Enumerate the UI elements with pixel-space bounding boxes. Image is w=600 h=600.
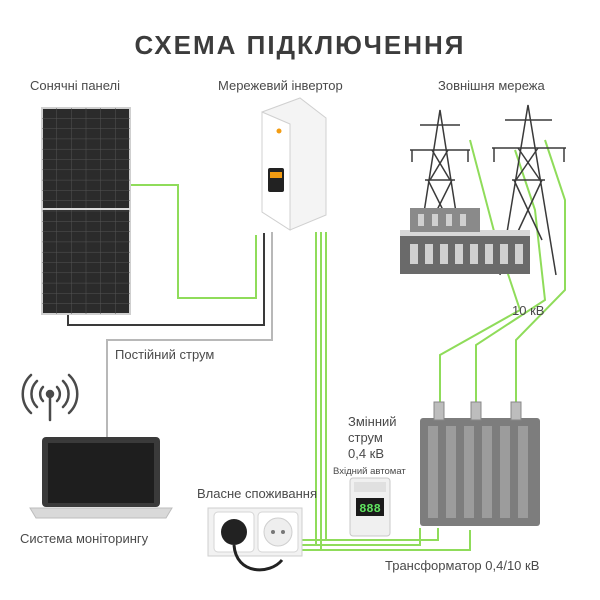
ac-to-transformer-2 <box>321 530 471 551</box>
ac-wire-2 <box>300 232 322 551</box>
dc-negative-wire <box>67 233 265 326</box>
monitoring-label: Система моніторингу <box>20 531 149 546</box>
own-consumption-label: Власне споживання <box>197 486 317 501</box>
page-title: СХЕМА ПІДКЛЮЧЕННЯ <box>134 30 466 60</box>
inverter-label: Мережевий інвертор <box>218 78 343 93</box>
solar-panel-icon <box>41 107 131 315</box>
transformer-label: Трансформатор 0,4/10 кВ <box>385 558 539 573</box>
ac-to-transformer-3 <box>326 528 439 541</box>
hv-wire-3 <box>515 139 566 405</box>
substation-icon <box>400 208 530 274</box>
inverter-icon <box>261 97 327 231</box>
hv-wire-2 <box>475 149 547 405</box>
hv-wire-1 <box>439 139 522 405</box>
solar-panels-label: Сонячні панелі <box>30 78 120 93</box>
power-outlet-icon <box>207 507 303 572</box>
wires <box>67 139 566 551</box>
hv-label: 10 кВ <box>512 303 544 318</box>
transformer-icon <box>420 401 540 526</box>
wifi-icon <box>21 373 79 422</box>
ac-current-label-line1: Змінний <box>348 414 397 429</box>
ac-current-label-line3: 0,4 кВ <box>348 446 384 461</box>
input-breaker-icon: 888 <box>349 477 391 537</box>
monitoring-wire <box>106 232 273 440</box>
breaker-display: 888 <box>359 502 381 516</box>
dc-positive-wire <box>130 184 257 299</box>
ac-to-transformer-1 <box>316 528 421 546</box>
ac-current-label-line2: струм <box>348 430 383 445</box>
dc-current-label: Постійний струм <box>115 347 214 362</box>
breaker-label: Вхідний автомат <box>333 466 406 477</box>
grid-label: Зовнішня мережа <box>438 78 545 93</box>
laptop-icon <box>29 437 173 519</box>
